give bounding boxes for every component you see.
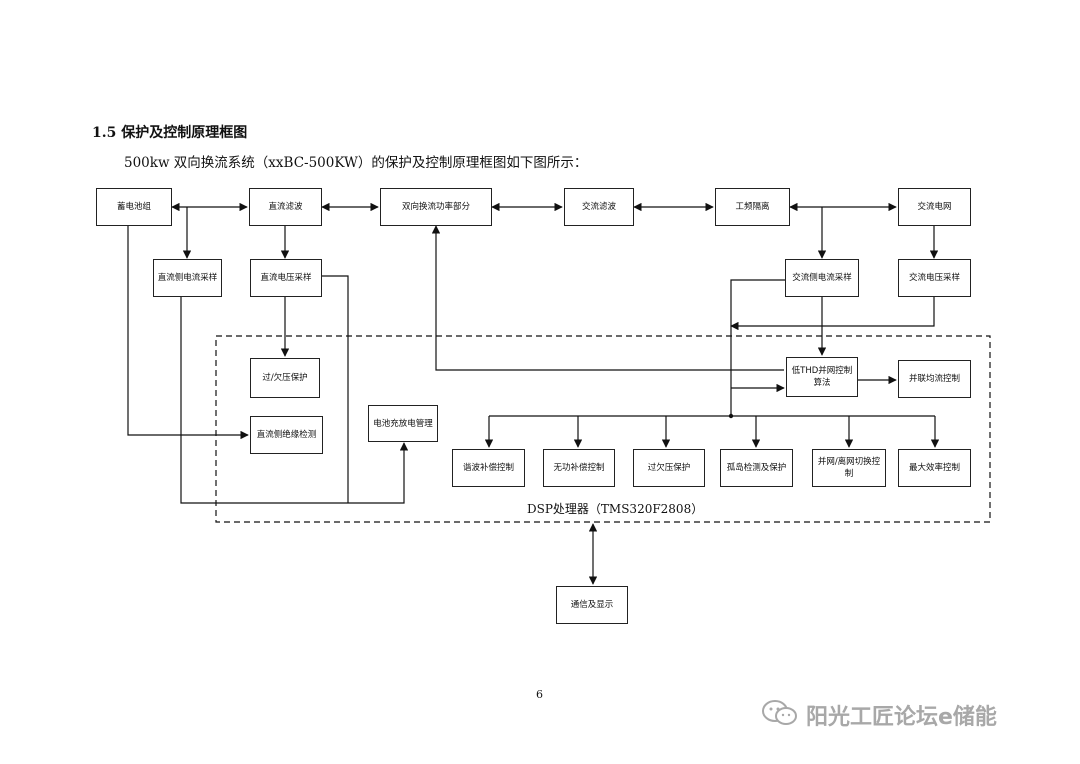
power-frequency-isolation-block: 工频隔离 <box>715 188 790 226</box>
harmonic-compensation-block: 谐波补偿控制 <box>452 449 525 487</box>
parallel-current-sharing-block: 并联均流控制 <box>898 360 971 398</box>
ac-over-under-protection-block: 过欠压保护 <box>633 449 705 487</box>
grid-switching-block: 并网/离网切换控制 <box>812 449 886 487</box>
watermark-text: 阳光工匠论坛e储能 <box>806 705 997 730</box>
island-detection-block: 孤岛检测及保护 <box>720 449 793 487</box>
ac-filter-block: 交流滤波 <box>564 188 634 226</box>
ac-voltage-sampling-block: 交流电压采样 <box>898 259 971 297</box>
dc-voltage-sampling-block: 直流电压采样 <box>250 259 322 297</box>
dc-current-sampling-block: 直流侧电流采样 <box>153 259 222 297</box>
communication-display-block: 通信及显示 <box>556 586 628 624</box>
bidirectional-power-block: 双向换流功率部分 <box>380 188 492 226</box>
section-intro: 500kw 双向换流系统（xxBC-500KW）的保护及控制原理框图如下图所示： <box>124 155 588 171</box>
dc-filter-block: 直流滤波 <box>249 188 322 226</box>
watermark: 阳光工匠论坛e储能 <box>760 698 997 732</box>
battery-pack-block: 蓄电池组 <box>96 188 172 226</box>
reactive-compensation-block: 无功补偿控制 <box>543 449 615 487</box>
page-number: 6 <box>536 688 543 701</box>
ac-grid-block: 交流电网 <box>898 188 971 226</box>
dsp-boundary <box>215 335 991 523</box>
dc-insulation-detect-block: 直流侧绝缘检测 <box>250 416 323 454</box>
ac-current-sampling-block: 交流侧电流采样 <box>785 259 859 297</box>
battery-charge-management-block: 电池充放电管理 <box>368 405 438 442</box>
max-efficiency-block: 最大效率控制 <box>898 449 971 487</box>
section-heading: 1.5 保护及控制原理框图 <box>92 125 248 141</box>
low-thd-algorithm-block: 低THD并网控制算法 <box>786 357 858 397</box>
over-under-voltage-block: 过/欠压保护 <box>250 358 320 398</box>
wechat-icon <box>760 698 800 732</box>
dsp-label: DSP处理器（TMS320F2808） <box>527 502 704 516</box>
